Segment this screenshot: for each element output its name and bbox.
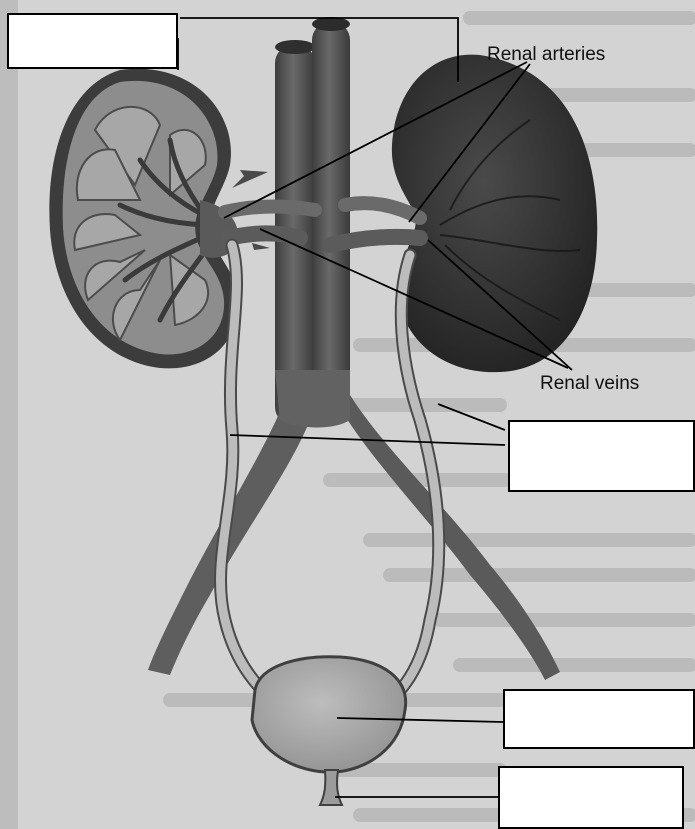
blank-label-box-urethra[interactable] [498, 766, 684, 829]
left-renal-vein [228, 234, 300, 239]
iliac-junction [275, 370, 350, 428]
blank-label-box-kidney[interactable] [7, 13, 178, 69]
renal-veins-label: Renal veins [540, 373, 639, 394]
blank-label-box-ureter[interactable] [508, 420, 695, 492]
aorta [312, 22, 350, 422]
right-renal-vein [330, 237, 420, 245]
aorta-top [312, 17, 350, 31]
renal-arteries-label: Renal arteries [487, 44, 605, 65]
blank-label-box-bladder[interactable] [503, 689, 695, 749]
paper-shadow-left [0, 0, 18, 829]
vena-cava-top [275, 40, 315, 54]
